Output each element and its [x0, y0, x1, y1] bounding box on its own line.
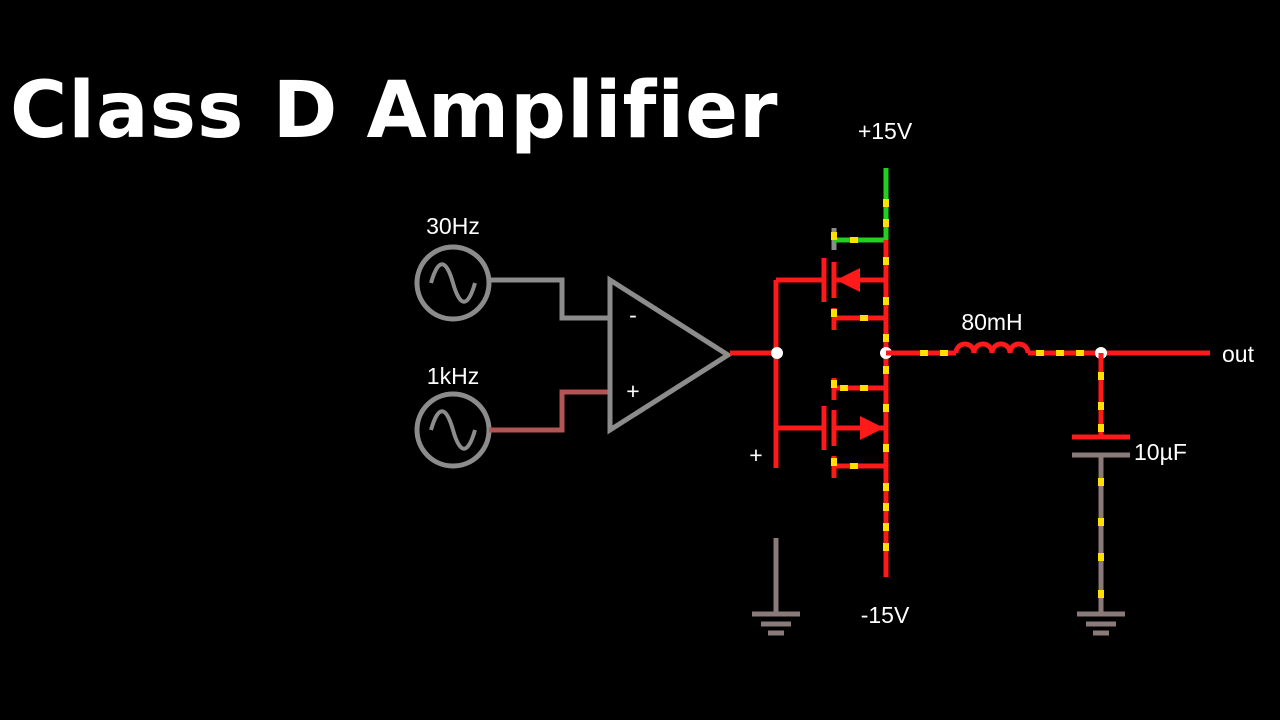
- gate-junction-node: [771, 347, 783, 359]
- ac-source-30hz[interactable]: [414, 244, 492, 322]
- wire-30hz-to-minus: [489, 277, 608, 321]
- inductor-coil[interactable]: [953, 341, 1031, 354]
- current-flow-dots: [831, 199, 1104, 598]
- ground-symbol-output: [1077, 611, 1125, 636]
- page-title: Class D Amplifier: [10, 66, 779, 156]
- source-label-1khz: 1kHz: [427, 363, 479, 389]
- supply-positive-label: +15V: [858, 118, 913, 144]
- output-label: out: [1222, 341, 1255, 367]
- supply-negative-label: -15V: [861, 602, 910, 628]
- ac-source-1khz[interactable]: [414, 391, 492, 469]
- n-mosfet-arrow-icon: [860, 416, 884, 440]
- bias-plus-label: +: [749, 442, 762, 468]
- wire-1khz-to-plus: [489, 389, 608, 433]
- capacitor[interactable]: [1072, 434, 1130, 458]
- opamp-plus-label: +: [626, 378, 639, 404]
- source-label-30hz: 30Hz: [426, 213, 480, 239]
- inductor-label: 80mH: [961, 309, 1022, 335]
- p-mosfet-arrow-icon: [836, 268, 860, 292]
- capacitor-label: 10µF: [1134, 439, 1187, 465]
- ground-symbol-bias: [752, 538, 800, 636]
- opamp-minus-label: -: [629, 302, 637, 328]
- comparator-triangle[interactable]: [607, 275, 733, 435]
